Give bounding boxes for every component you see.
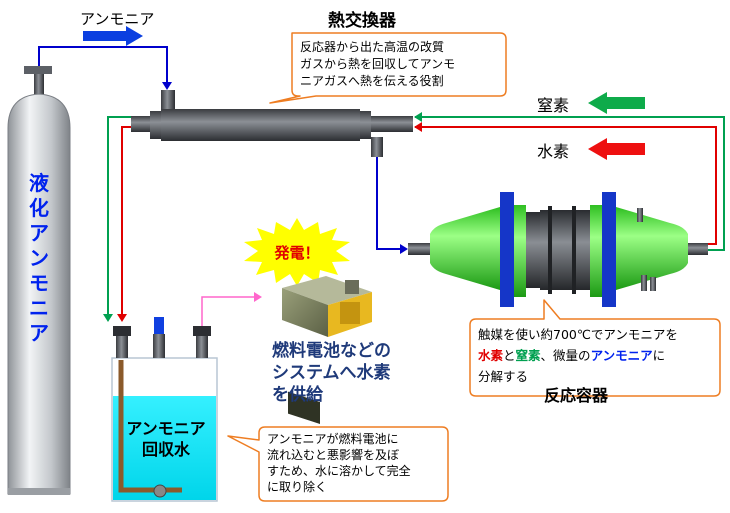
heat-exchanger-callout-line-3: ニアガスへ熱を伝える役割 (300, 73, 444, 88)
nitrogen-label: 窒素 (537, 96, 569, 115)
heat-exchanger-callout: 反応器から出た高温の改質 ガスから熱を回収してアンモ ニアガスへ熱を伝える役割 (269, 32, 507, 104)
heat-exchanger-label: 熱交換器 (328, 10, 397, 31)
cylinder-char-7: ア (29, 321, 49, 345)
ammonia-line-arrowhead (162, 82, 172, 90)
cylinder-char-1: 液 (29, 171, 50, 195)
hydrogen-line-right (415, 126, 717, 245)
cylinder-char-5: モ (29, 271, 49, 295)
hydrogen-supply-line (201, 296, 256, 326)
reactor-callout-nitrogen: 窒素 (516, 348, 542, 363)
recovery-tank (111, 317, 218, 502)
heat-exchanger-callout-line-2: ガスから熱を回収してアンモ (300, 57, 455, 71)
nitrogen-line-left (107, 116, 131, 318)
ammonia-flow-arrow (83, 26, 143, 46)
hydrogen-line-left-arrowhead (117, 314, 127, 322)
hydrogen-line-right-arrowhead (414, 122, 422, 132)
water-callout-line-2: 流れ込むと悪影響を及ぼ (267, 447, 399, 462)
nitrogen-line-right (415, 116, 725, 251)
recovery-water-label-1: アンモニア (126, 419, 205, 438)
hydrogen-supply-arrowhead (254, 292, 262, 302)
heat-exchanger (131, 90, 413, 157)
cylinder-char-2: 化 (29, 196, 49, 220)
reactor-callout-line-2: 水素と窒素、微量のアンモニアに (478, 348, 665, 363)
reactor-callout-trace: 、微量の (541, 348, 591, 363)
reactor-label: 反応容器 (544, 386, 609, 405)
reactor-callout-line-1: 触媒を使い約700℃でアンモニアを (478, 327, 678, 342)
reactor-callout: 触媒を使い約700℃でアンモニアを 水素と窒素、微量のアンモニアに 分解する (469, 299, 721, 397)
reactor-callout-and: と (503, 348, 516, 363)
hydrogen-label: 水素 (537, 142, 569, 161)
fuel-cell-label-line-2: システムへ水素 (272, 362, 391, 383)
cylinder-label: 液 化 ア ン モ ニ ア (29, 171, 50, 345)
nitrogen-line-left-arrowhead (103, 314, 113, 322)
reactor-callout-ammonia: アンモニア (591, 348, 653, 363)
cylinder-char-4: ン (29, 246, 49, 270)
cylinder-char-3: ア (29, 221, 49, 245)
ammonia-to-reactor-line (376, 157, 402, 250)
nitrogen-line-right-arrowhead (414, 112, 422, 122)
reactor-callout-hydrogen: 水素 (478, 348, 504, 363)
fuel-cell-label-line-1: 燃料電池などの (272, 340, 391, 361)
fuel-cell-label-line-3: を供給 (272, 384, 324, 405)
water-callout-line-1: アンモニアが燃料電池に (267, 431, 399, 446)
ammonia-flow-label: アンモニア (80, 10, 154, 28)
water-callout-line-4: に取り除く (267, 479, 327, 494)
hydrogen-legend: 水素 (537, 138, 645, 161)
ammonia-line (38, 46, 168, 86)
power-label: 発電！ (273, 244, 319, 262)
nitrogen-arrow (588, 92, 645, 114)
water-callout: アンモニアが燃料電池に 流れ込むと悪影響を及ぼ すため、水に溶かして完全 に取り… (227, 426, 449, 502)
fuel-cell (282, 276, 372, 424)
nitrogen-legend: 窒素 (537, 92, 645, 115)
recovery-water-label-2: 回収水 (142, 440, 191, 459)
reactor-callout-into: に (653, 348, 666, 363)
heat-exchanger-callout-line-1: 反応器から出た高温の改質 (300, 39, 444, 54)
hydrogen-line-left (121, 126, 131, 318)
ammonia-cylinder (7, 66, 71, 495)
reactor-callout-line-3: 分解する (478, 369, 528, 384)
reactor (408, 192, 708, 307)
water-callout-line-3: すため、水に溶かして完全 (267, 463, 411, 478)
ammonia-flow-label-group: アンモニア (80, 10, 154, 46)
fuel-cell-label: 燃料電池などの システムへ水素 を供給 (272, 340, 391, 405)
hydrogen-arrow (588, 138, 645, 160)
power-burst: 発電！ (244, 218, 350, 286)
ammonia-to-reactor-arrowhead (400, 244, 408, 254)
cylinder-char-6: ニ (29, 296, 49, 320)
